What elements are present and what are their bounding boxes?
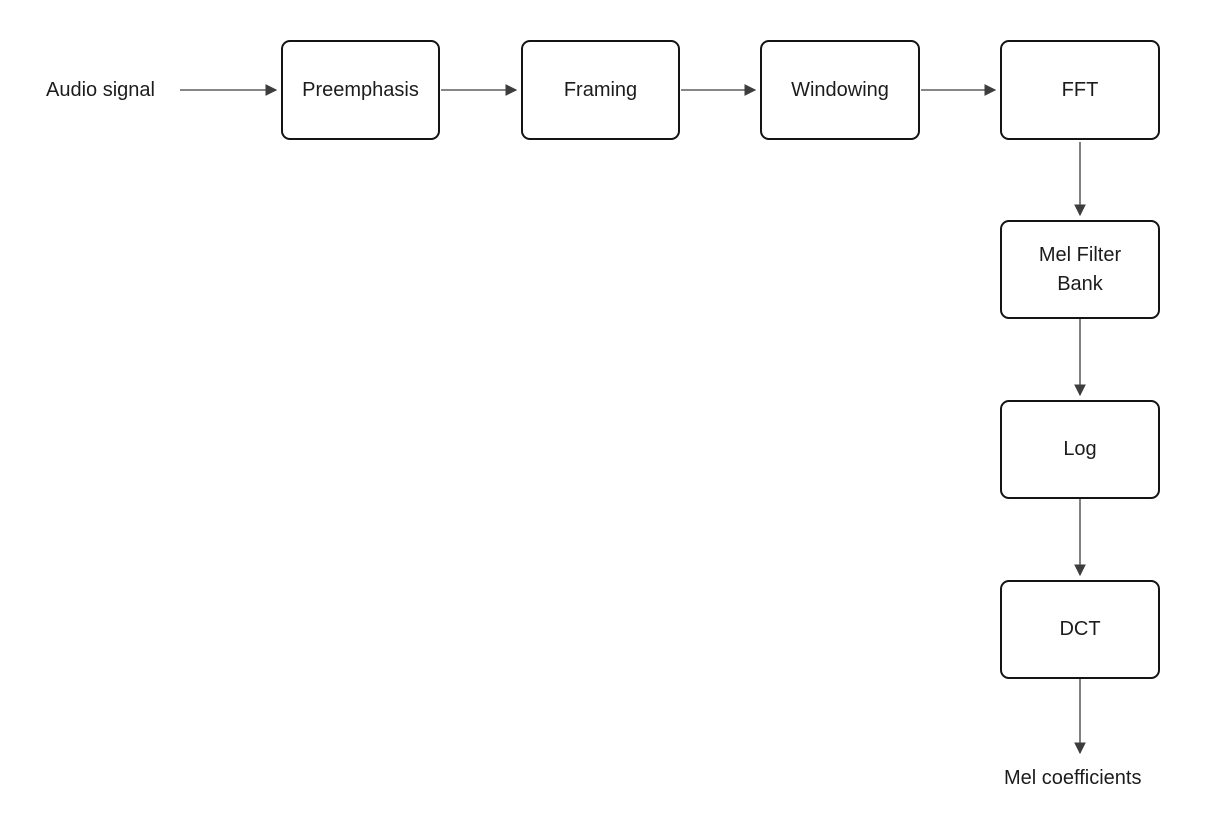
node-windowing: Windowing [760, 40, 920, 140]
node-preemphasis: Preemphasis [281, 40, 440, 140]
node-framing-label: Framing [563, 78, 638, 101]
node-windowing-label: Windowing [791, 78, 889, 101]
node-dct-label: DCT [1059, 618, 1101, 640]
node-preemphasis-label: Preemphasis [302, 78, 419, 101]
node-mel-filter-bank: Mel Filter Bank [1000, 220, 1160, 319]
node-mel-filter-bank-label: Mel Filter Bank [1038, 243, 1122, 295]
output-label-mel-coefficients: Mel coefficients [1004, 767, 1142, 789]
node-fft: FFT [1000, 40, 1160, 140]
node-log-label: Log [1063, 438, 1097, 460]
node-dct: DCT [1000, 580, 1160, 679]
node-framing: Framing [521, 40, 680, 140]
input-label-audio-signal: Audio signal [46, 79, 155, 101]
node-fft-label: FFT [1061, 78, 1099, 101]
node-log: Log [1000, 400, 1160, 499]
